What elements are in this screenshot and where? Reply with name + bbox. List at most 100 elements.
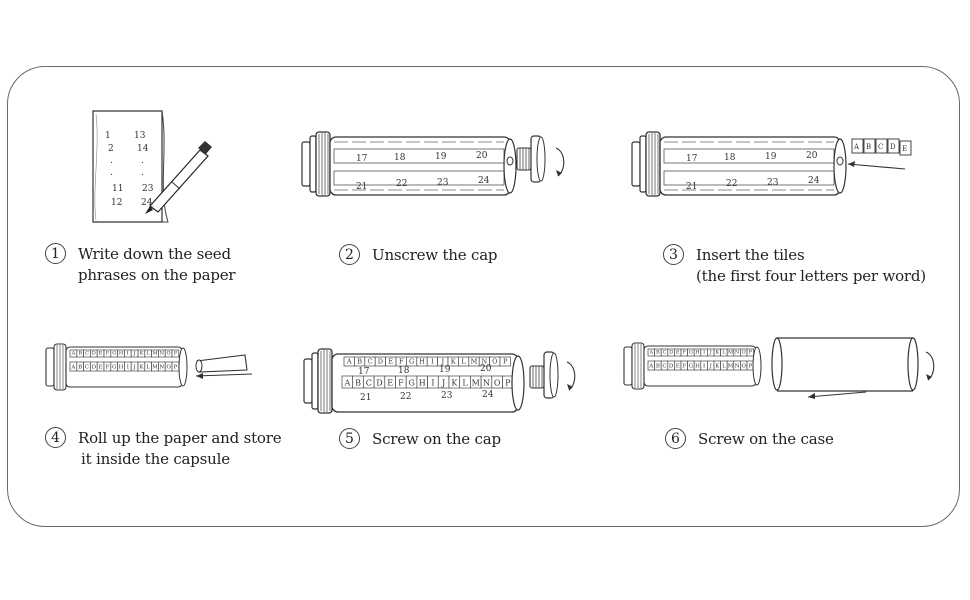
arrow-left-icon — [807, 391, 867, 398]
tile-letter: E — [676, 350, 680, 356]
tile-letter: G — [689, 364, 693, 370]
tile-letter: F — [398, 379, 404, 388]
tile-letter: O — [494, 379, 501, 388]
tile-letter: G — [409, 358, 414, 366]
tile-letter: P — [174, 365, 178, 371]
tile-letter: P — [505, 379, 511, 388]
capsule-number: 21 — [686, 182, 697, 192]
step-number: 1 — [45, 243, 66, 264]
capsule-number: 18 — [724, 153, 736, 163]
tile-letter: K — [715, 350, 719, 356]
tile-letter: D — [669, 350, 673, 356]
tile-letter: J — [132, 365, 135, 371]
step-5: 5 Screw on the cap — [339, 428, 501, 450]
tile-letter: H — [119, 351, 124, 357]
tile-letter: A — [70, 365, 76, 371]
tile-letter: M — [152, 351, 157, 357]
tile-letter: I — [703, 364, 705, 370]
tile-letter: N — [735, 364, 740, 370]
tile-letter: B — [78, 365, 82, 371]
tile-letter: M — [472, 379, 480, 388]
capsule-number: 21 — [360, 393, 371, 403]
paper-word-number: 12 — [111, 198, 122, 208]
tile-letter: G — [689, 350, 693, 356]
tile-letter: H — [695, 350, 700, 356]
tile-letter: E — [902, 145, 907, 153]
paper-word-number: 2 — [108, 144, 114, 154]
capsule-number: 17 — [358, 367, 370, 377]
letter-tile — [171, 349, 180, 358]
tile-letter: N — [159, 365, 164, 371]
capsule-number: 22 — [396, 179, 407, 189]
tile-letter: F — [682, 364, 686, 370]
tile-letter: A — [346, 358, 352, 366]
tile-letter: O — [741, 364, 746, 370]
letter-tile — [499, 356, 511, 367]
tile-letter: C — [366, 379, 372, 388]
tile-letter: L — [147, 351, 151, 357]
paper-word-number: 14 — [137, 144, 149, 154]
capsule-number: 19 — [765, 152, 777, 162]
tile-letter: A — [648, 364, 654, 370]
paper-word-number: 11 — [112, 184, 123, 194]
capsule-number: 17 — [356, 154, 368, 164]
tile-letter: K — [451, 358, 456, 366]
tile-letter: A — [71, 351, 76, 357]
letter-tile — [746, 348, 754, 357]
tile-letter: A — [343, 379, 350, 388]
capsule-number: 22 — [400, 392, 411, 402]
tile-letter: J — [709, 364, 712, 370]
tile-letter: F — [105, 365, 109, 371]
tile-letter: D — [376, 379, 382, 388]
tile-letter: C — [368, 358, 373, 366]
step-3: 3 Insert the tiles (the first four lette… — [663, 244, 926, 287]
capsule-number: 24 — [808, 176, 820, 186]
step-number: 3 — [663, 244, 684, 265]
tile-letter: C — [85, 351, 89, 357]
step-4: 4 Roll up the paper and store it inside … — [45, 427, 282, 470]
tile-letter: C — [878, 143, 883, 151]
tile-letter: L — [722, 350, 726, 356]
tile-letter: M — [152, 365, 158, 371]
tile-letter: L — [722, 364, 726, 370]
tile-letter: P — [749, 350, 753, 356]
tile-letter: F — [683, 350, 687, 356]
paper-word-number: . — [110, 156, 113, 166]
capsule-number: 19 — [439, 365, 451, 375]
tile-letter: N — [483, 379, 490, 388]
paper-word-number: 13 — [134, 131, 146, 141]
tile-letter: D — [669, 364, 674, 370]
tile-letter: K — [715, 364, 720, 370]
tile-letter: J — [440, 358, 444, 366]
tile-letter: N — [482, 358, 488, 366]
tile-letter: H — [119, 365, 124, 371]
tile-letter: L — [462, 379, 468, 388]
paper-word-number: 24 — [141, 198, 153, 208]
paper-word-number: . — [141, 156, 144, 166]
capsule-number: 21 — [356, 182, 367, 192]
capsule-number: 20 — [480, 364, 492, 374]
tile-letter: K — [451, 379, 458, 388]
tile-letter: O — [167, 351, 171, 357]
capsule-number: 20 — [806, 151, 818, 161]
tile-letter: H — [695, 364, 700, 370]
tile-letter: C — [85, 365, 89, 371]
tile-letter: E — [387, 379, 393, 388]
paper-word-number: . — [141, 168, 144, 178]
tile-letter: B — [357, 358, 362, 366]
tile-letter: E — [99, 351, 103, 357]
tile-letter: B — [656, 364, 660, 370]
tile-letter: P — [503, 358, 508, 366]
capsule-number: 24 — [482, 390, 494, 400]
tile-letter: F — [399, 358, 404, 366]
tile-letter: I — [703, 350, 705, 356]
tile-letter: N — [735, 350, 740, 356]
step-number: 5 — [339, 428, 360, 449]
step-number: 2 — [339, 244, 360, 265]
capsule-number: 18 — [394, 153, 406, 163]
instructions-panel — [7, 66, 960, 527]
tile-letter: I — [127, 365, 129, 371]
